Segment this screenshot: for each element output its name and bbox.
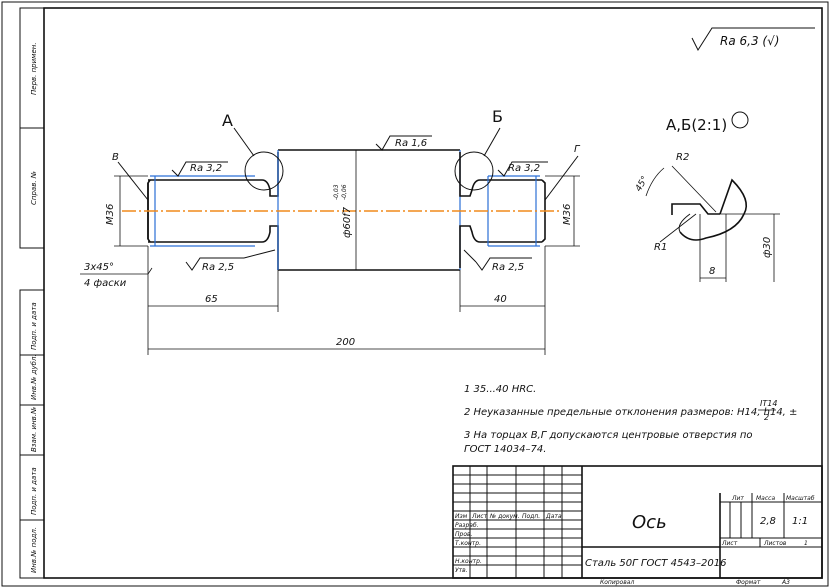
edge-label-v: В (112, 152, 119, 163)
note-2: 2 Неуказанные предельные отклонения разм… (464, 407, 797, 418)
dim-middle-dia-text: ф60f7 (342, 206, 353, 238)
detail-circle-a (244, 151, 284, 191)
tb-role-utv: Утв. (455, 567, 468, 574)
tb-sheet: Лист (721, 540, 738, 547)
detail-dim-r1: R1 (654, 242, 667, 253)
dim-thread-left: M36 (105, 175, 148, 247)
dim-middle-tol-upper: -0,03 (333, 184, 340, 200)
tb-sheets: Листов (763, 540, 787, 547)
tb-mass-value: 2,8 (760, 516, 776, 527)
tb-role-tkontr: Т.контр. (455, 540, 481, 547)
tb-format: Формат (736, 579, 761, 586)
tb-header-doc: № докум. (489, 513, 520, 520)
tb-part-name: Ось (632, 512, 667, 533)
stamp-sprav-no: Справ. № (30, 171, 38, 205)
edge-label-g: Г (574, 144, 581, 155)
roughness-right-groove-text: Ra 2,5 (492, 262, 524, 273)
detail-dim-width: 8 (709, 266, 715, 277)
stamp-podp-data-1: Подп. и дата (30, 302, 38, 350)
roughness-right-groove: Ra 2,5 (463, 249, 532, 273)
dim-len-total: 200 (148, 337, 545, 350)
detail-circle-b (454, 151, 494, 191)
dim-len-total-text: 200 (336, 337, 355, 348)
title-block: Изм Лист № докум. Подп. Дата Разраб. Про… (452, 465, 823, 586)
tb-mass-label: Масса (756, 495, 775, 502)
tb-header-date: Дата (545, 513, 562, 520)
roughness-middle-text: Ra 1,6 (395, 138, 427, 149)
general-roughness: Ra 6,3 (√) (691, 27, 815, 52)
dim-thread-left-text: M36 (105, 204, 116, 225)
dim-middle-dia: ф60f7 -0,03 -0,06 (333, 150, 357, 270)
tb-material: Сталь 50Г ГОСТ 4543–2016 (585, 558, 726, 569)
roughness-left-groove-text: Ra 2,5 (202, 262, 234, 273)
tolerance-num: IT14 (760, 399, 777, 408)
tb-header-sign: Подп. (522, 513, 540, 520)
view-label-a: А (222, 111, 233, 130)
note-3-cont: ГОСТ 14034–74. (464, 444, 546, 455)
tb-role-prov: Пров. (455, 531, 473, 538)
dim-len-right-text: 40 (494, 294, 507, 305)
detail-dim-r2: R2 (676, 152, 689, 163)
dim-len-left-text: 65 (205, 294, 218, 305)
chamfer-note: 3х45° 4 фаски (80, 262, 153, 289)
roughness-left-thread: Ra 3,2 (171, 161, 228, 177)
stamp-inv-dubl: Инв.№ дубл. (30, 354, 38, 400)
shaft-outline (147, 149, 546, 271)
tb-sheets-value: 1 (804, 540, 808, 547)
dim-thread-right-text: M36 (562, 204, 573, 225)
dim-len-left: 65 (147, 246, 279, 355)
note-3: 3 На торцах В,Г допускаются центровые от… (464, 430, 753, 441)
tb-scale-value: 1:1 (792, 516, 808, 527)
dim-len-right: 40 (459, 246, 546, 355)
detail-title: А,Б(2:1) (666, 116, 727, 134)
stamp-perv-primen: Перв. примен. (30, 42, 38, 95)
view-label-b: Б (492, 107, 503, 126)
tb-role-nkontr: Н.контр. (455, 558, 482, 565)
tb-copied: Копировал (600, 579, 634, 586)
roughness-right-thread-text: Ra 3,2 (508, 163, 540, 174)
side-stamp-column: Перв. примен. Справ. № Подп. и дата Инв.… (19, 7, 45, 579)
tolerance-den: 2 (764, 413, 769, 422)
note-1: 1 35...40 HRC. (464, 384, 536, 395)
roughness-general-text: Ra 6,3 (√) (720, 34, 779, 48)
tb-format-value: А3 (781, 579, 790, 586)
technical-notes: 1 35...40 HRC. 2 Неуказанные предельные … (464, 384, 797, 455)
drawing-frame (43, 7, 823, 579)
roughness-left-groove: Ra 2,5 (185, 249, 276, 273)
detail-view: А,Б(2:1) 8 ф30 R2 R1 45° (634, 111, 780, 282)
roughness-middle: Ra 1,6 (375, 135, 432, 151)
tb-role-razrab: Разраб. (455, 522, 479, 529)
dim-middle-tol-lower: -0,06 (341, 184, 348, 200)
roughness-left-thread-text: Ra 3,2 (190, 163, 222, 174)
dim-thread-right: M36 (545, 175, 580, 247)
tb-lit: Лит (731, 495, 744, 502)
tb-scale-label: Масштаб (786, 495, 815, 502)
tb-header-izm: Изм (455, 513, 468, 520)
chamfer-count-text: 4 фаски (84, 278, 127, 289)
chamfer-text: 3х45° (84, 262, 114, 273)
stamp-podp-data-2: Подп. и дата (30, 467, 38, 515)
stamp-vzam-inv: Взам. инв.№ (30, 407, 38, 452)
tb-header-list: Лист (471, 513, 488, 520)
stamp-inv-podl: Инв.№ подл. (30, 527, 38, 573)
detail-dim-dia: ф30 (762, 237, 773, 258)
roughness-right-thread: Ra 3,2 (497, 161, 548, 177)
